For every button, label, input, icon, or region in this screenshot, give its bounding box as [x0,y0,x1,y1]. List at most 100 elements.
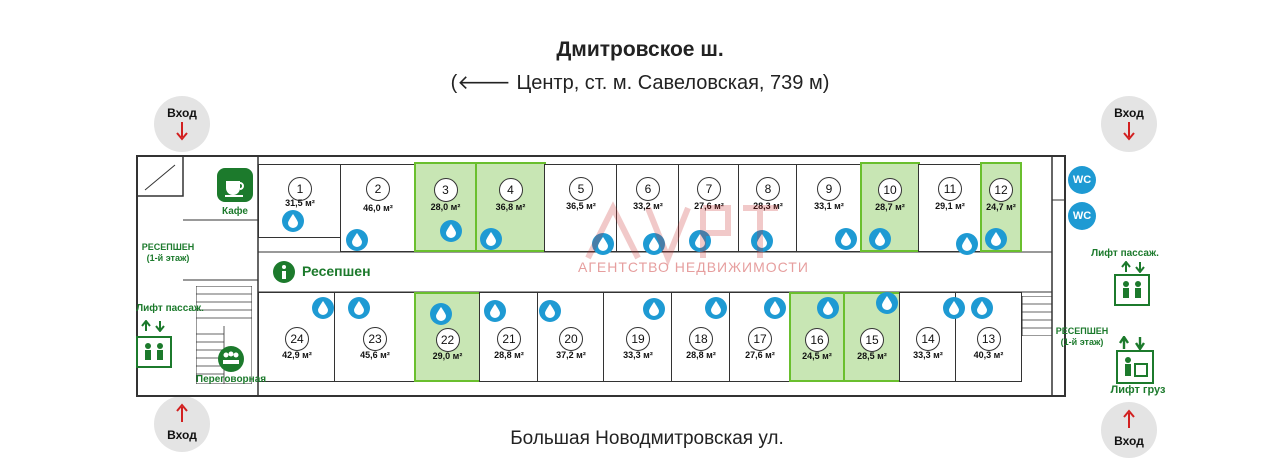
water-drop-icon [764,297,786,319]
water-drop-icon [539,300,561,322]
water-drop-icon [282,210,304,232]
room-area: 29,1 м² [935,201,965,211]
room-number: 21 [497,327,521,351]
water-drop-icon [643,298,665,320]
room-area: 28,8 м² [686,350,716,360]
water-drop-icon [869,228,891,250]
room-area: 28,7 м² [875,202,905,212]
room-number: 7 [697,177,721,201]
meeting-room-icon [218,346,244,372]
room-area: 28,0 м² [430,202,461,212]
water-drop-icon [312,297,334,319]
water-drop-icon [689,230,711,252]
staircase [1022,296,1052,336]
room-area: 28,5 м² [857,351,887,361]
water-drop-icon [348,297,370,319]
room-area: 27,6 м² [694,201,724,211]
entrance-label: Вход [1114,106,1144,120]
water-drop-icon [346,229,368,251]
room-area: 36,8 м² [495,202,526,212]
office-room[interactable]: 21 28,8 м² [479,292,539,382]
room-number: 23 [363,327,387,351]
wc-icon: WC [1068,202,1096,230]
water-drop-icon [971,297,993,319]
room-number: 10 [878,178,902,202]
elevator-arrows-icon [1121,261,1145,273]
lift-passenger-label: Лифт пассаж. [136,303,204,314]
water-drop-icon [985,228,1007,250]
arrow-down-icon [1123,122,1135,141]
cafe-icon [217,168,253,202]
room-area: 28,3 м² [753,201,783,211]
entrance-label: Вход [1114,434,1144,448]
room-area: 27,6 м² [745,350,775,360]
water-drop-icon [592,233,614,255]
elevator-icon [136,336,172,368]
info-icon [273,261,295,283]
elevator-icon [1114,274,1150,306]
lift-passenger-label-right: Лифт пассаж. [1091,248,1159,259]
entrance-label: Вход [167,106,197,120]
room-number: 16 [805,328,829,352]
office-room[interactable]: 13 40,3 м² [955,292,1022,382]
room-number: 2 [366,177,390,201]
entrance-top-right: Вход [1101,96,1157,152]
water-drop-icon [480,228,502,250]
meeting-room-label: Переговорная [195,374,267,385]
room-area: 46,0 м² [363,203,393,213]
room-number: 12 [989,178,1013,202]
room-number: 4 [498,178,523,202]
room-area: 24,5 м² [802,351,832,361]
lift-cargo-label: Лифт груз [1110,384,1166,396]
room-number: 14 [916,327,940,351]
cafe-label: Кафе [222,206,248,217]
street-direction-note: (🡐 Центр, ст. м. Савеловская, 739 м) [450,72,830,94]
office-room[interactable]: 23 45,6 м² [334,292,416,382]
room-number: 3 [433,178,458,202]
room-area: 33,3 м² [913,350,943,360]
water-drop-icon [956,233,978,255]
wc-icon: WC [1068,166,1096,194]
water-drop-icon [430,303,452,325]
entrance-top-left: Вход [154,96,210,152]
water-drop-icon [817,297,839,319]
office-room[interactable]: 8 28,3 м² [738,164,798,252]
room-number: 6 [636,177,660,201]
room-area: 37,2 м² [556,350,586,360]
water-drop-icon [705,297,727,319]
room-area: 33,3 м² [623,350,653,360]
reception-label-left: РЕСЕПШЕН (1-й этаж) [141,242,195,263]
room-number: 9 [817,177,841,201]
room-number: 17 [748,327,772,351]
room-area: 40,3 м² [973,350,1004,360]
room-area: 24,7 м² [986,202,1016,212]
room-number: 19 [626,327,650,351]
room-number: 24 [285,327,309,351]
arrow-down-icon [176,122,188,141]
street-name-top: Дмитровское ш. [556,38,724,61]
room-area: 29,0 м² [432,351,463,361]
elevator-arrows-icon [141,320,165,332]
room-number: 1 [288,177,312,201]
reception-label: Ресепшен [302,263,371,279]
room-number: 13 [976,327,1001,351]
entrance-label: Вход [167,428,197,442]
room-area: 45,6 м² [360,350,390,360]
room-area: 28,8 м² [494,350,524,360]
arrow-up-icon [1123,409,1135,428]
office-room[interactable]: 11 29,1 м² [918,164,982,252]
room-number: 22 [435,328,460,352]
water-drop-icon [751,230,773,252]
water-drop-icon [876,292,898,314]
water-drop-icon [484,300,506,322]
cargo-elevator-arrows-icon [1119,336,1145,350]
room-number: 20 [559,327,583,351]
cargo-elevator-icon [1116,350,1154,384]
entrance-bottom-left: Вход [154,396,210,452]
room-number: 8 [756,177,780,201]
room-number: 18 [689,327,713,351]
water-drop-icon [440,220,462,242]
room-number: 5 [569,177,593,201]
room-number: 15 [860,328,884,352]
room-area: 33,1 м² [814,201,844,211]
